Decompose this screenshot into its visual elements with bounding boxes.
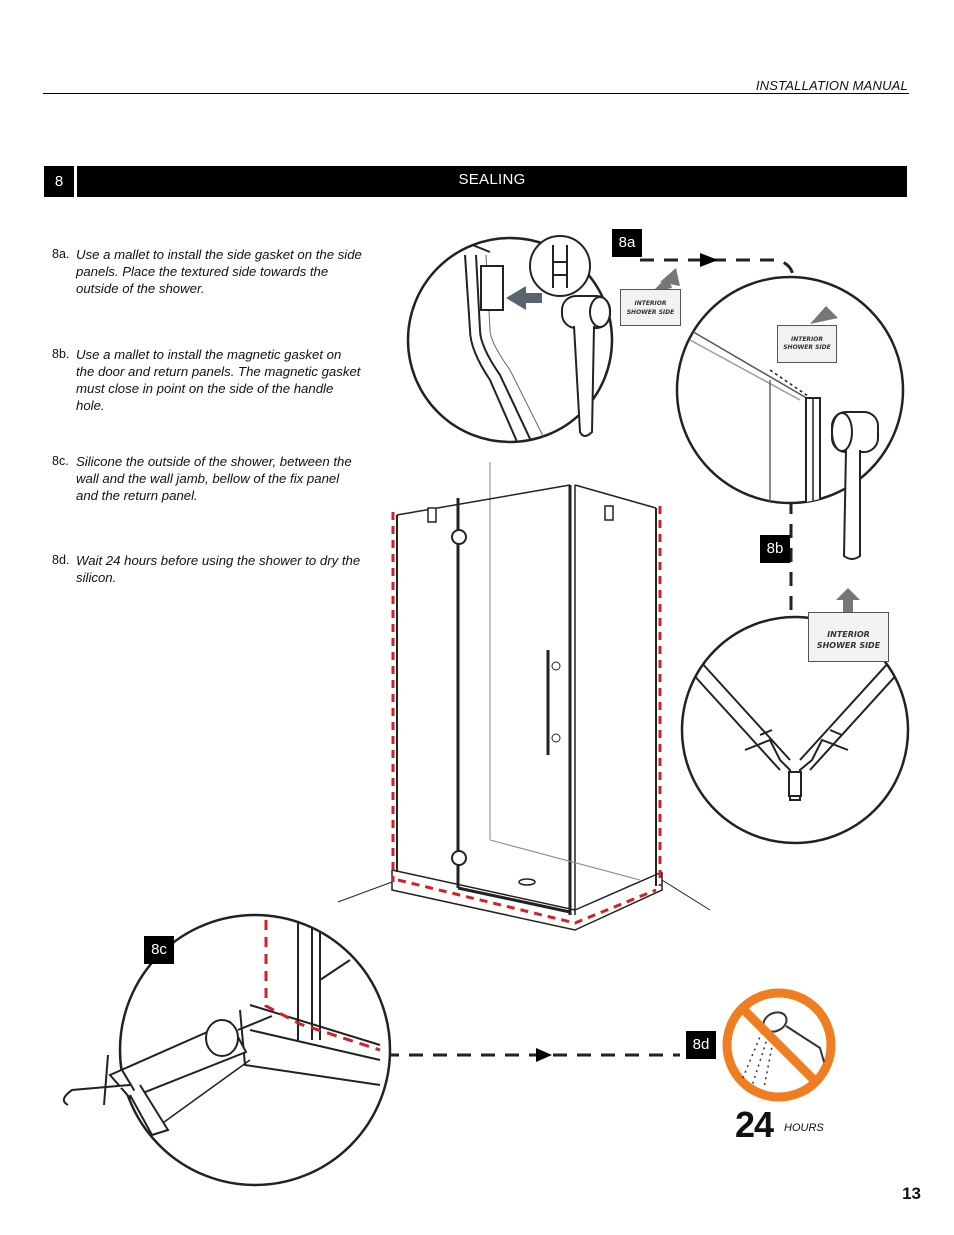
interior-label-line1: INTERIOR (634, 300, 667, 307)
instruction-label: 8d. (52, 553, 70, 567)
manual-title: INSTALLATION MANUAL (755, 78, 908, 93)
tag-8b: 8b (760, 535, 790, 563)
connector-lines (385, 258, 795, 1057)
instruction-text: Wait 24 hours before using the shower to… (76, 553, 361, 585)
page-number: 13 (902, 1184, 921, 1203)
section-number: 8 (44, 166, 74, 197)
hours-label: HOURS (784, 1122, 824, 1134)
tag-8c: 8c (144, 936, 174, 964)
instruction-8a: 8a. Use a mallet to install the side gas… (52, 246, 362, 297)
section-title: SEALING (77, 166, 907, 197)
detail-8a-callout (406, 235, 680, 444)
interior-label-line2: SHOWER SIDE (783, 344, 831, 351)
instruction-text: Silicone the outside of the shower, betw… (76, 454, 352, 503)
interior-label-8c: INTERIOR SHOWER SIDE (808, 612, 889, 662)
no-symbol-icon (722, 988, 836, 1102)
shower-head-icon (741, 1011, 825, 1089)
arrow-icon (536, 1048, 552, 1062)
mallet-icon (561, 295, 611, 437)
caulking-gun-icon (62, 1015, 273, 1137)
instruction-label: 8b. (52, 347, 70, 361)
interior-label-8a: INTERIOR SHOWER SIDE (620, 289, 681, 326)
detail-8b-callout (675, 275, 905, 560)
instruction-label: 8a. (52, 247, 70, 261)
detail-8c-corner-callout (680, 588, 910, 845)
mallet-icon (831, 411, 879, 560)
hours-number: 24 (735, 1104, 774, 1145)
interior-label-8b: INTERIOR SHOWER SIDE (777, 325, 837, 363)
arrow-icon (810, 306, 838, 324)
arrow-icon (506, 286, 542, 310)
instruction-8b: 8b. Use a mallet to install the magnetic… (52, 346, 362, 414)
instruction-text: Use a mallet to install the side gasket … (76, 247, 362, 296)
shower-enclosure (337, 462, 711, 931)
detail-8c-callout (62, 913, 392, 1187)
tag-8a: 8a (612, 229, 642, 257)
silicone-seal-lines (391, 506, 662, 925)
interior-label-line2: SHOWER SIDE (816, 641, 881, 650)
instruction-label: 8c. (52, 454, 69, 468)
instruction-text: Use a mallet to install the magnetic gas… (76, 347, 361, 413)
tag-8d: 8d (686, 1031, 716, 1059)
interior-label-line2: SHOWER SIDE (626, 309, 675, 316)
interior-label-line1: INTERIOR (790, 336, 824, 343)
header-rule (43, 93, 909, 94)
instruction-8d: 8d. Wait 24 hours before using the showe… (52, 552, 362, 586)
arrow-icon (700, 253, 718, 267)
instruction-8c: 8c. Silicone the outside of the shower, … (52, 453, 362, 504)
interior-label-line1: INTERIOR (827, 630, 870, 639)
arrow-icon (836, 588, 860, 612)
